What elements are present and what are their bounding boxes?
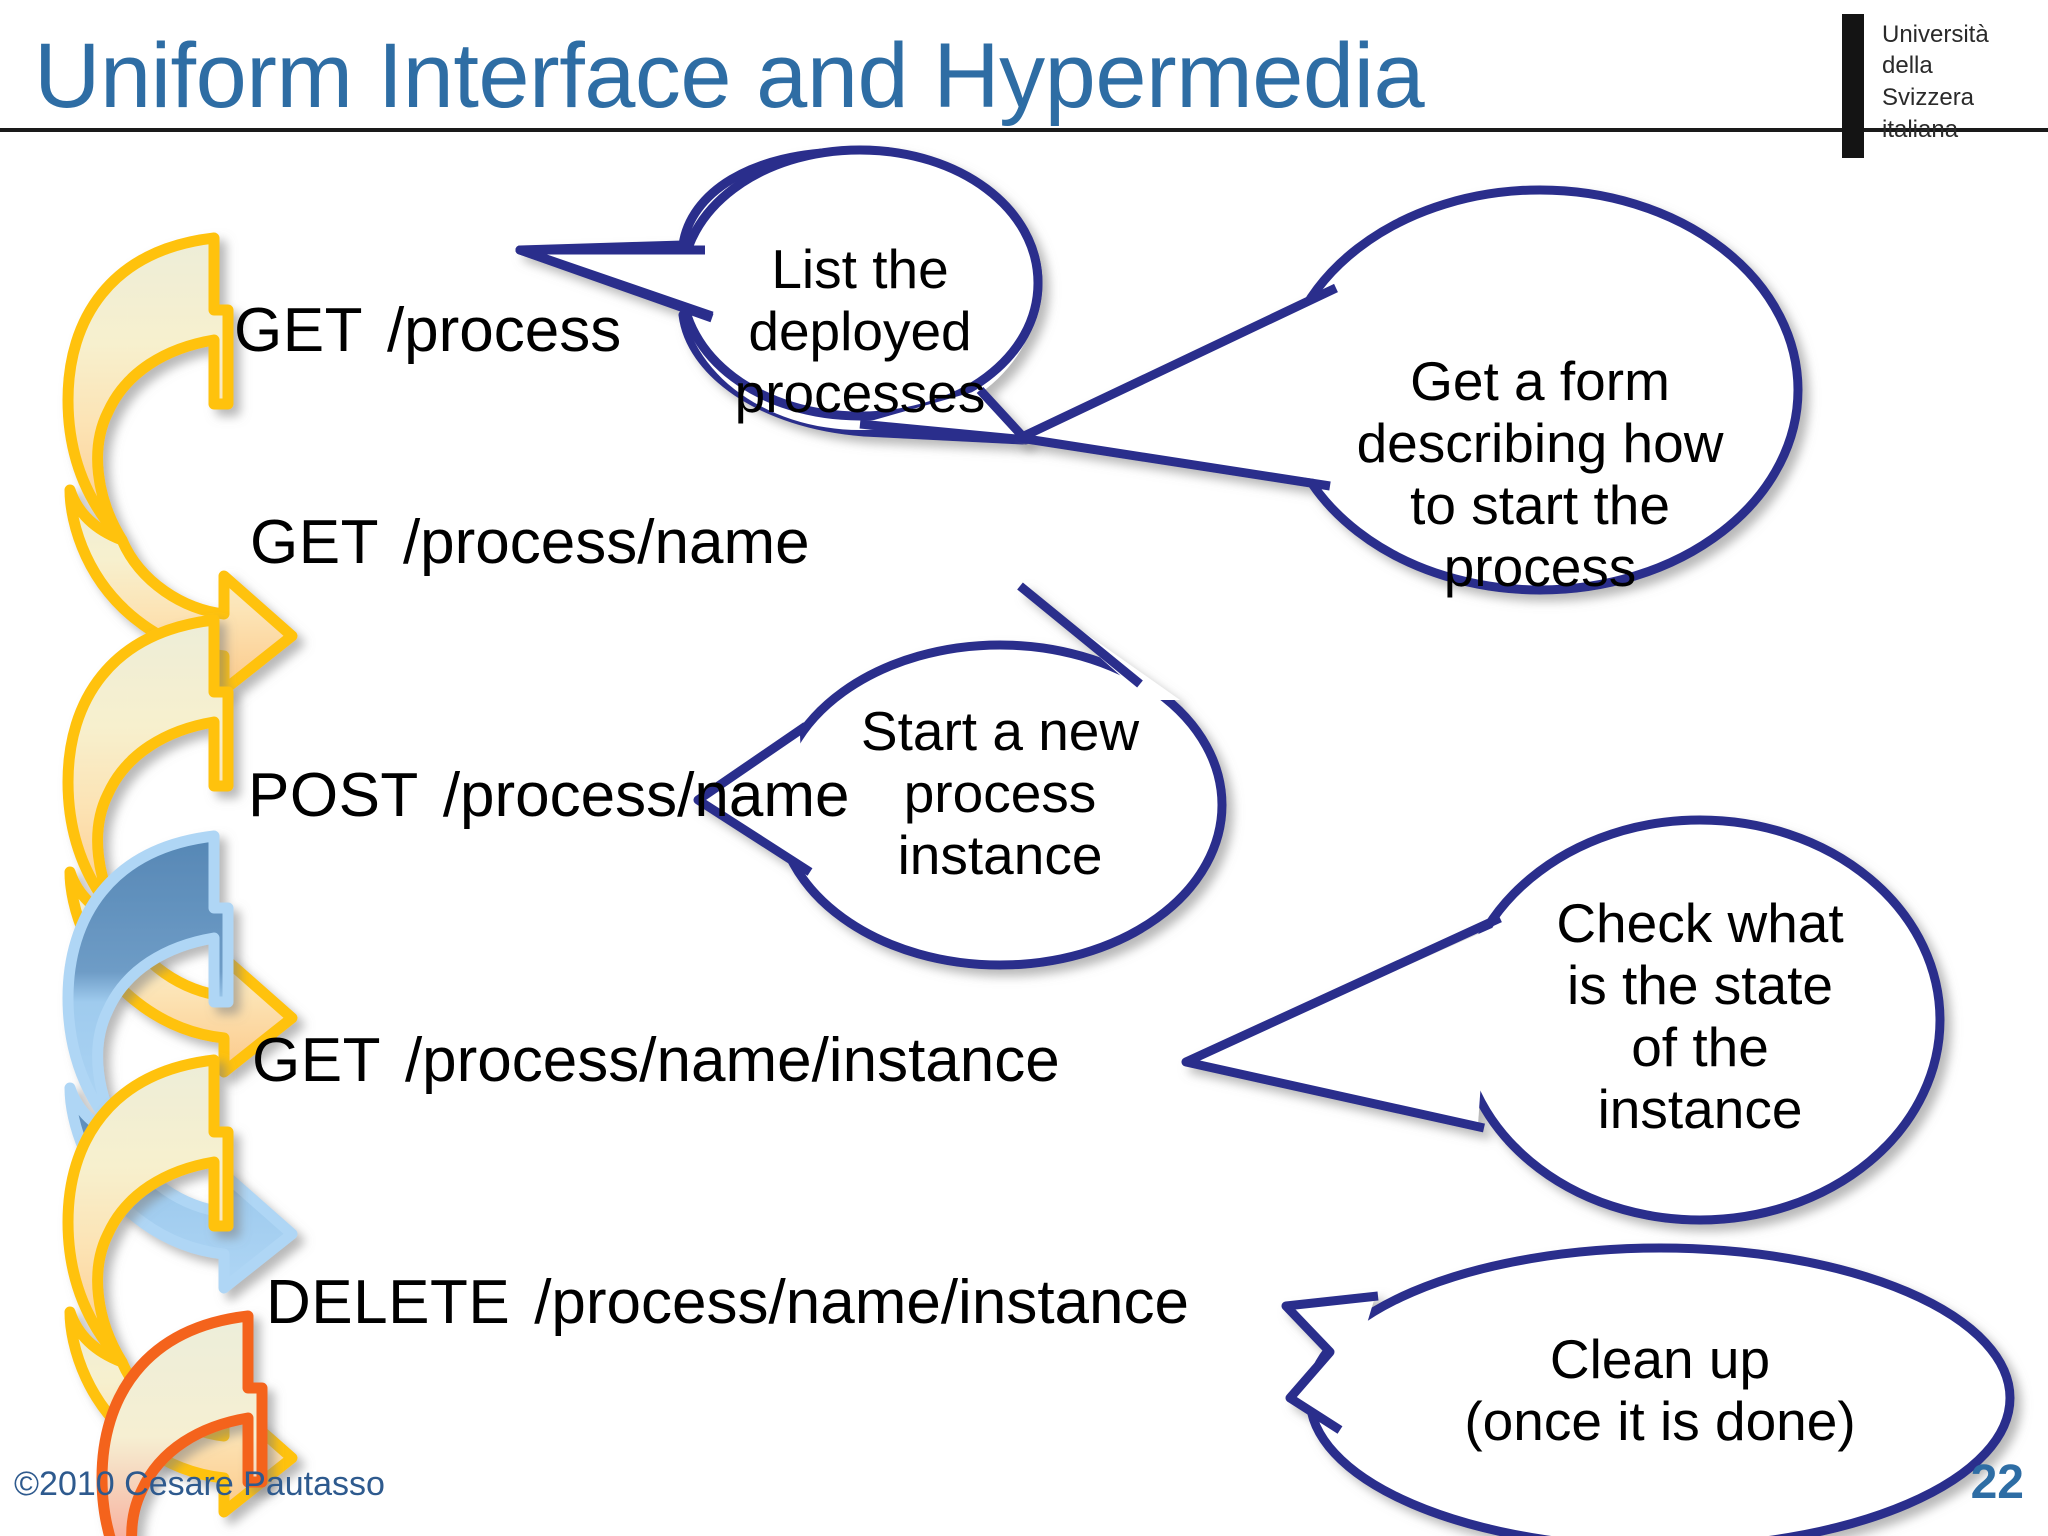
endpoint-row-0: GET/process — [234, 300, 621, 362]
swirl-arrow-1 — [62, 232, 298, 696]
page-number: 22 — [1970, 1456, 2024, 1509]
bubble-line: List the — [771, 238, 949, 300]
bubble-line: process — [903, 762, 1097, 825]
bubble-text-get-form: Get a form describing how to start the p… — [1280, 350, 1800, 599]
endpoint-row-2: POST/process/name — [248, 765, 849, 827]
bubble-line: instance — [1597, 1078, 1803, 1141]
endpoint-verb-4: DELETE — [266, 1268, 511, 1337]
endpoint-verb-1: GET — [250, 508, 379, 577]
endpoint-row-3: GET/process/name/instance — [252, 1030, 1060, 1092]
bubble-line: (once it is done) — [1464, 1390, 1856, 1453]
endpoint-path-0: /process — [386, 296, 622, 365]
bubble-line: Clean up — [1549, 1328, 1771, 1390]
endpoint-path-3: /process/name/instance — [404, 1026, 1060, 1095]
bubble-line: of the — [1631, 1016, 1769, 1079]
bubble-line: process — [1443, 536, 1637, 599]
endpoint-path-2: /process/name — [442, 761, 850, 830]
endpoint-row-4: DELETE/process/name/instance — [266, 1272, 1189, 1334]
bubble-line: to start the — [1410, 474, 1670, 537]
endpoint-verb-3: GET — [252, 1026, 381, 1095]
bubble-text-list-processes: List the deployed processes — [690, 238, 1030, 424]
logo-line-3: Svizzera — [1882, 84, 1975, 111]
swirl-arrow-5-orange — [96, 1310, 268, 1536]
bubble-list-processes — [515, 145, 1043, 445]
bubble-line: Get a form — [1410, 350, 1670, 412]
bubble-get-form — [1015, 185, 1803, 595]
bubble-check-state — [1181, 815, 1945, 1225]
bubble-line: is the state — [1567, 954, 1833, 1017]
footer-copyright: ©2010 Cesare Pautasso — [14, 1465, 385, 1503]
endpoint-verb-2: POST — [248, 761, 419, 830]
bubble-line: Check what — [1556, 892, 1844, 954]
logo-line-1: Università — [1882, 21, 1989, 48]
endpoint-row-1: GET/process/name — [250, 512, 810, 574]
bubble-text-start-instance: Start a new process instance — [790, 700, 1210, 886]
endpoint-path-4: /process/name/instance — [534, 1268, 1189, 1337]
bubble-text-check-state: Check what is the state of the instance — [1470, 892, 1930, 1141]
bubble-text-clean-up: Clean up (once it is done) — [1320, 1328, 2000, 1452]
bubble-start-instance — [693, 582, 1227, 970]
title-divider — [0, 128, 2048, 132]
endpoint-verb-0: GET — [234, 296, 363, 365]
bubble-line: instance — [897, 824, 1103, 887]
logo-line-4: italiana — [1882, 116, 1959, 143]
logo-line-2: della — [1882, 52, 1933, 79]
logo-black-bar — [1842, 14, 1864, 158]
bubble-line: Start a new — [860, 700, 1140, 762]
bubble-clean-up — [1281, 1243, 2015, 1536]
endpoint-path-1: /process/name — [402, 508, 810, 577]
bubble-line: describing how — [1356, 412, 1724, 475]
page-title: Uniform Interface and Hypermedia — [34, 25, 1425, 127]
bubble-line: deployed — [748, 300, 972, 363]
bubble-line: processes — [734, 362, 986, 425]
usi-logo: Università della Svizzera italiana — [1842, 14, 2012, 158]
